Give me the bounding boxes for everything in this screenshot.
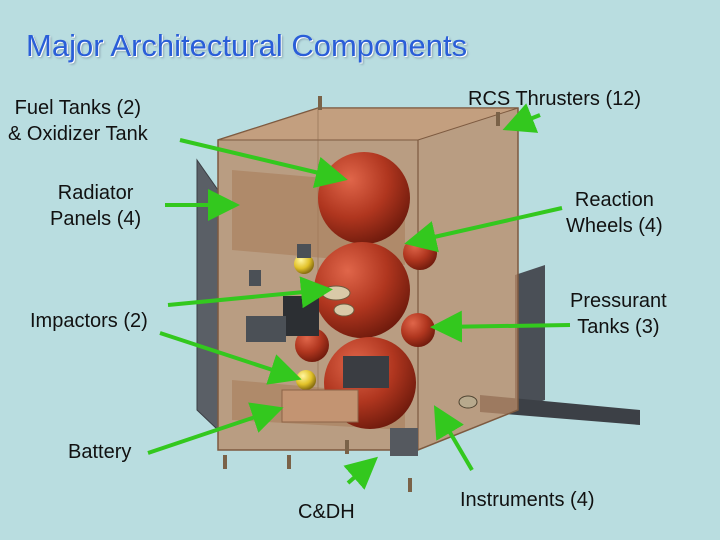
arrow-impactors-2 (159, 331, 302, 385)
label-fuel-tanks: Fuel Tanks (2) & Oxidizer Tank (8, 95, 148, 147)
label-radiator-line1: Radiator (57, 182, 134, 204)
label-radiator-panels: Radiator Panels (4) (50, 180, 141, 232)
instrument-boom (480, 395, 640, 425)
slide-title: Major Architectural Components (26, 28, 468, 63)
label-pressurant-tanks: Pressurant Tanks (3) (570, 288, 667, 340)
radiator-panel-right (515, 265, 545, 410)
label-pressurant-line1: Pressurant (570, 290, 667, 312)
label-fuel-tanks-line1: Fuel Tanks (2) (14, 97, 142, 119)
arrow-impactors-1 (167, 276, 333, 309)
battery-unit (281, 389, 359, 423)
radiator-panel-left (196, 158, 219, 432)
label-cdh: C&DH (298, 501, 355, 523)
arrow-pressurant-tanks (430, 310, 571, 343)
impactor-2 (296, 370, 316, 390)
pressurant-tank-3 (295, 328, 329, 362)
electronics-box-2 (246, 316, 286, 342)
label-pressurant-line2: Tanks (3) (577, 316, 660, 338)
arrow-rcs-thrusters (502, 103, 541, 133)
label-fuel-tanks-line2: & Oxidizer Tank (8, 123, 148, 145)
pressurant-tank-2 (401, 313, 435, 347)
reaction-wheel (321, 285, 351, 301)
electronics-box-3 (343, 356, 389, 388)
fuel-tank-top (318, 152, 410, 244)
label-reaction-line1: Reaction (574, 189, 654, 211)
impactor-1 (294, 254, 314, 274)
label-impactors: Impactors (2) (30, 310, 148, 332)
arrow-instruments (433, 405, 474, 472)
arrow-fuel-tanks (179, 138, 348, 189)
label-radiator-line2: Panels (4) (50, 208, 142, 230)
label-battery: Battery (68, 441, 132, 463)
label-reaction-wheels: Reaction Wheels (4) (566, 187, 663, 239)
label-instruments: Instruments (4) (460, 489, 595, 511)
callout-arrows (147, 103, 571, 490)
instrument-lens (458, 395, 478, 409)
label-rcs-thrusters: RCS Thrusters (12) (468, 88, 642, 110)
cdh-unit (390, 428, 418, 456)
rcs-thrusters (223, 96, 500, 492)
electronics-box-1 (283, 296, 319, 336)
arrow-battery (147, 402, 284, 455)
label-reaction-line2: Wheels (4) (566, 215, 663, 237)
arrow-cdh (343, 456, 379, 490)
arrow-reaction-wheels (404, 206, 563, 253)
